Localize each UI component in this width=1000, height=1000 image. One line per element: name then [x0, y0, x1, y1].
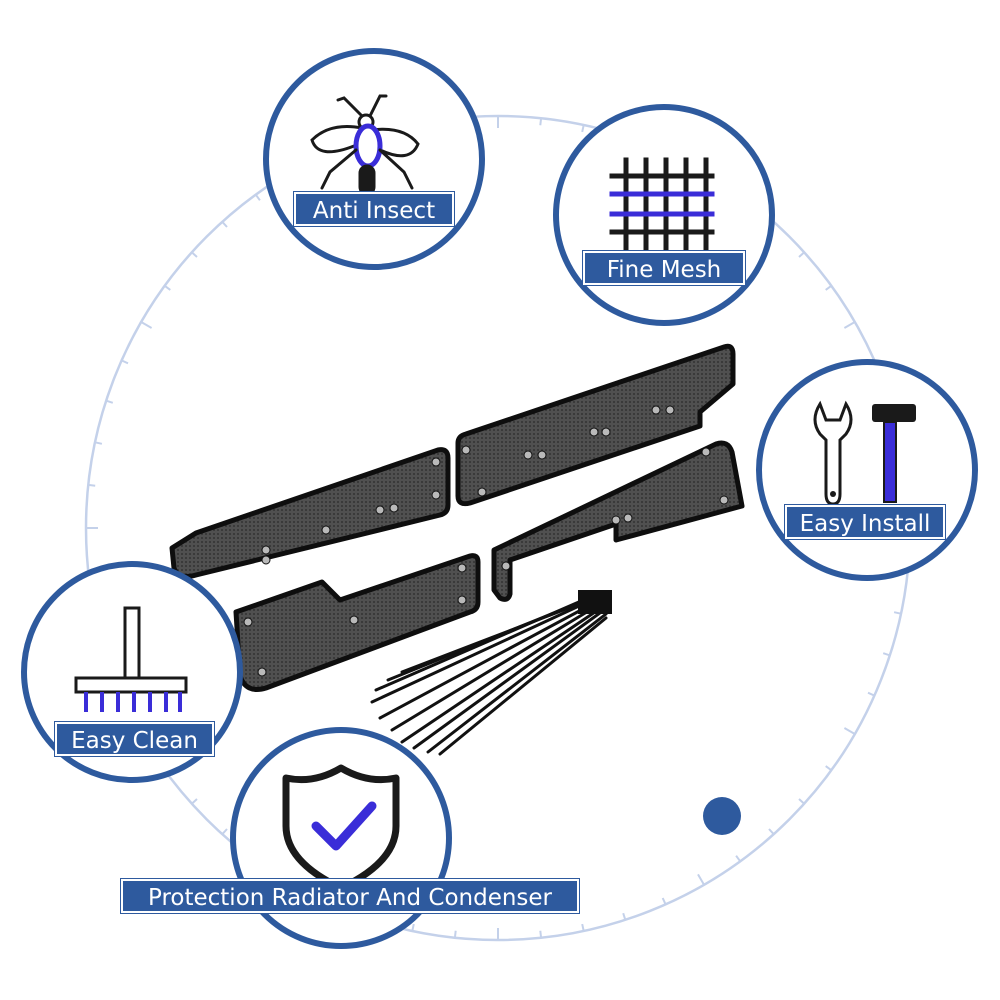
- ring-tick: [843, 727, 856, 735]
- ring-tick: [867, 691, 875, 697]
- ring-tick: [221, 828, 228, 835]
- ring-tick: [191, 251, 198, 258]
- ring-tick: [581, 923, 585, 932]
- label-easy-clean: Easy Clean: [54, 721, 215, 757]
- mosquito-icon: [310, 94, 420, 196]
- ring-dot: [703, 797, 741, 835]
- ring-tick: [825, 765, 832, 772]
- shield-check-icon: [282, 764, 400, 892]
- label-easy-install: Easy Install: [784, 504, 946, 540]
- ring-tick: [798, 798, 805, 805]
- ring-tick: [539, 930, 543, 938]
- ring-tick: [581, 124, 585, 133]
- label-anti-insect: Anti Insect: [293, 191, 455, 227]
- ring-tick: [411, 923, 415, 932]
- feature-fine-mesh: [553, 104, 775, 326]
- ring-tick: [798, 251, 805, 258]
- ring-tick: [661, 897, 667, 905]
- ring-tick: [254, 194, 261, 201]
- ring-tick: [88, 483, 96, 487]
- mesh-grid-icon: [609, 157, 715, 251]
- ring-tick: [453, 930, 457, 938]
- ring-tick: [843, 321, 856, 329]
- ring-tick: [735, 855, 742, 862]
- feature-anti-insect: [263, 48, 485, 270]
- ring-tick: [191, 798, 198, 805]
- mesh-panel-1: [169, 447, 451, 579]
- ring-tick: [882, 652, 891, 657]
- ring-tick: [164, 284, 171, 291]
- ring-tick: [539, 118, 543, 126]
- wrench-hammer-icon: [813, 400, 916, 506]
- ring-tick: [893, 611, 902, 615]
- ring-tick: [121, 359, 129, 365]
- ring-tick: [140, 321, 153, 329]
- label-fine-mesh: Fine Mesh: [582, 250, 746, 286]
- ring-tick: [221, 221, 228, 228]
- brush-icon: [74, 606, 188, 712]
- ring-tick: [825, 284, 832, 291]
- label-protection: Protection Radiator And Condenser: [120, 878, 580, 914]
- product-mesh-panels: [169, 343, 745, 692]
- feature-easy-install: [756, 359, 978, 581]
- ring-tick: [768, 828, 775, 835]
- ring-tick: [94, 441, 103, 445]
- ring-tick: [697, 873, 705, 886]
- ring-tick: [622, 912, 627, 921]
- mesh-panel-2: [455, 343, 736, 507]
- cable-ties: [370, 590, 612, 756]
- ring-tick: [105, 399, 114, 404]
